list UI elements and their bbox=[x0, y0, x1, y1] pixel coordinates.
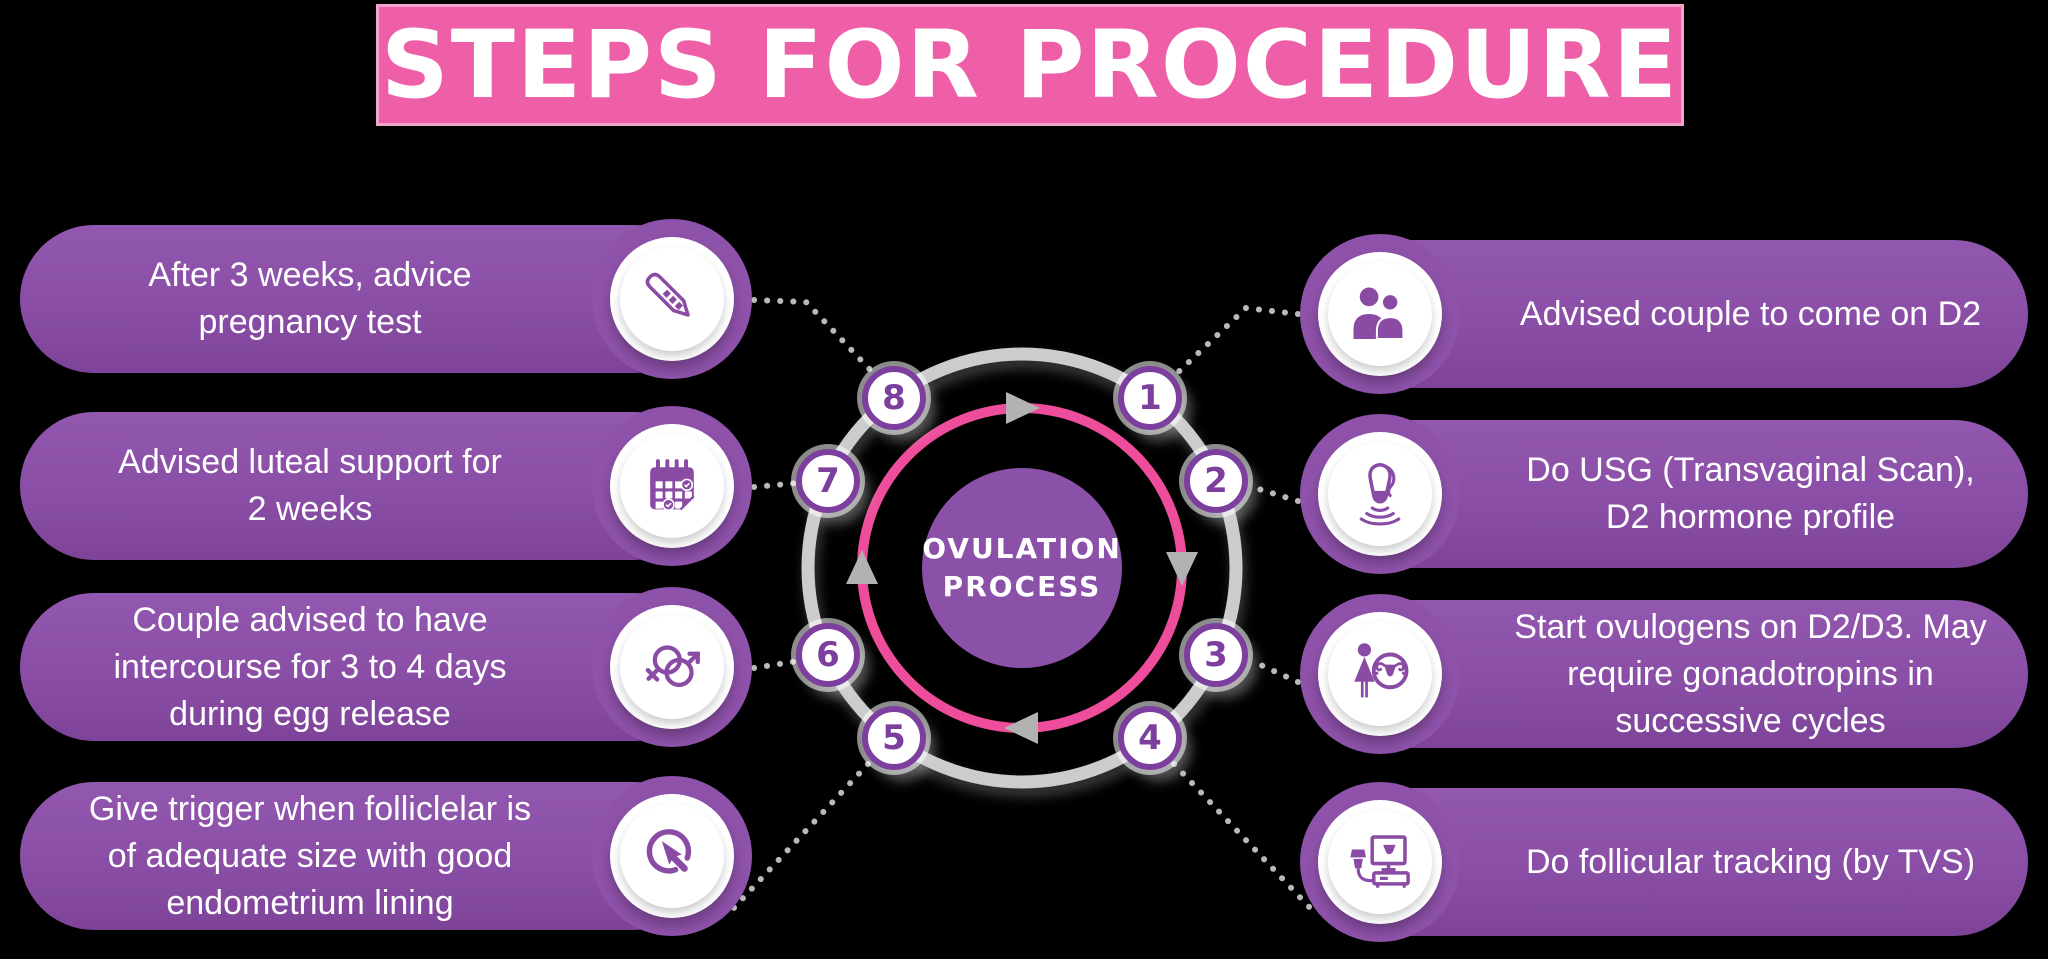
step-5-pill: Give trigger when folliclelar is of adeq… bbox=[20, 776, 752, 936]
icon-ring bbox=[1318, 252, 1442, 376]
outer-gray-ring bbox=[801, 347, 1243, 789]
connector-step-1 bbox=[1169, 304, 1301, 381]
icon-disc bbox=[620, 804, 724, 908]
icon-ring bbox=[610, 237, 734, 361]
arrow-bottom-icon bbox=[1004, 712, 1038, 744]
icon-disc bbox=[1328, 442, 1432, 546]
step-2-number: 2 bbox=[1204, 461, 1228, 501]
center-title-line2: PROCESS bbox=[942, 570, 1102, 603]
icon-disc bbox=[620, 434, 724, 538]
step-7-number: 7 bbox=[816, 461, 840, 501]
step-8-label: After 3 weeks, advice pregnancy test bbox=[148, 256, 472, 341]
icon-ring bbox=[1318, 800, 1442, 924]
step-7-label: Advised luteal support for 2 weeks bbox=[118, 443, 502, 528]
step-8-number-badge: 8 bbox=[862, 366, 926, 430]
step-2-label: Do USG (Transvaginal Scan), D2 hormone p… bbox=[1526, 451, 1975, 536]
step-6-number-badge: 6 bbox=[796, 623, 860, 687]
step-3-icon-circle bbox=[1300, 594, 1460, 754]
step-2-number-badge: 2 bbox=[1184, 449, 1248, 513]
ovulation-process-circle: OVULATION PROCESS bbox=[922, 468, 1122, 668]
couple-icon bbox=[1353, 287, 1405, 340]
step-6-icon-circle bbox=[592, 587, 752, 747]
dotted-connectors bbox=[728, 297, 1316, 914]
icon-disc bbox=[620, 615, 724, 719]
step-5-number: 5 bbox=[882, 718, 906, 758]
connector-step-5 bbox=[728, 761, 871, 914]
connector-step-6 bbox=[751, 658, 801, 671]
icon-ring bbox=[1318, 612, 1442, 736]
connector-step-8 bbox=[751, 297, 881, 381]
arrow-top-icon bbox=[1006, 392, 1040, 424]
connector-step-2 bbox=[1249, 484, 1301, 504]
step-6-pill: Couple advised to have intercourse for 3… bbox=[20, 587, 752, 747]
icon-ring bbox=[1318, 432, 1442, 556]
step-1-number-badge: 1 bbox=[1118, 366, 1182, 430]
icon-disc bbox=[1328, 810, 1432, 914]
gender-symbols-icon bbox=[645, 645, 700, 688]
step-8-icon-circle bbox=[592, 219, 752, 379]
step-3-number: 3 bbox=[1204, 635, 1228, 675]
step-7-icon-circle bbox=[592, 406, 752, 566]
step-3-label: Start ovulogens on D2/D3. May require go… bbox=[1514, 607, 1987, 740]
icon-disc bbox=[620, 247, 724, 351]
icon-disc bbox=[1328, 622, 1432, 726]
step-3-pill: Start ovulogens on D2/D3. May require go… bbox=[1300, 594, 2028, 754]
step-4-icon-circle bbox=[1300, 782, 1460, 942]
step-2-pill: Do USG (Transvaginal Scan), D2 hormone p… bbox=[1300, 414, 2028, 574]
cycle-arrows bbox=[846, 392, 1198, 744]
step-1-label: Advised couple to come on D2 bbox=[1519, 294, 1982, 333]
icon-ring bbox=[610, 794, 734, 918]
icon-ring bbox=[610, 424, 734, 548]
step-7-pill: Advised luteal support for 2 weeks bbox=[20, 406, 752, 566]
thermometer-icon bbox=[645, 272, 690, 317]
connector-step-4 bbox=[1171, 761, 1316, 914]
page-title: STEPS FOR PROCEDURE bbox=[381, 10, 1679, 120]
step-7-number-badge: 7 bbox=[796, 449, 860, 513]
step-8-number: 8 bbox=[882, 378, 906, 418]
step-4-label: Do follicular tracking (by TVS) bbox=[1525, 842, 1976, 881]
icon-ring bbox=[610, 605, 734, 729]
transvaginal-probe-icon bbox=[1359, 462, 1401, 526]
step-3-number-badge: 3 bbox=[1184, 623, 1248, 687]
step-2-icon-circle bbox=[1300, 414, 1460, 574]
connector-step-3 bbox=[1249, 658, 1301, 685]
step-8-pill: After 3 weeks, advice pregnancy test bbox=[20, 219, 752, 379]
arrow-right-icon bbox=[1166, 552, 1198, 586]
center-title-line1: OVULATION bbox=[922, 532, 1122, 565]
click-cursor-icon bbox=[646, 829, 692, 874]
step-5-icon-circle bbox=[592, 776, 752, 936]
step-4-number-badge: 4 bbox=[1118, 706, 1182, 770]
step-5-number-badge: 5 bbox=[862, 706, 926, 770]
step-1-pill: Advised couple to come on D2 bbox=[1300, 234, 2028, 394]
step-4-pill: Do follicular tracking (by TVS) bbox=[1300, 782, 2028, 942]
ultrasound-machine-icon bbox=[1350, 835, 1410, 888]
woman-uterus-icon bbox=[1354, 643, 1409, 698]
step-4-number: 4 bbox=[1138, 718, 1162, 758]
title-banner: STEPS FOR PROCEDURE bbox=[376, 4, 1684, 126]
arrow-left-icon bbox=[846, 550, 878, 584]
step-5-label: Give trigger when folliclelar is of adeq… bbox=[88, 789, 532, 922]
step-1-icon-circle bbox=[1300, 234, 1460, 394]
step-6-number: 6 bbox=[816, 635, 840, 675]
connector-step-7 bbox=[751, 480, 801, 490]
calendar-icon bbox=[650, 459, 695, 511]
step-6-label: Couple advised to have intercourse for 3… bbox=[113, 600, 507, 733]
step-1-number: 1 bbox=[1138, 378, 1162, 418]
icon-disc bbox=[1328, 262, 1432, 366]
